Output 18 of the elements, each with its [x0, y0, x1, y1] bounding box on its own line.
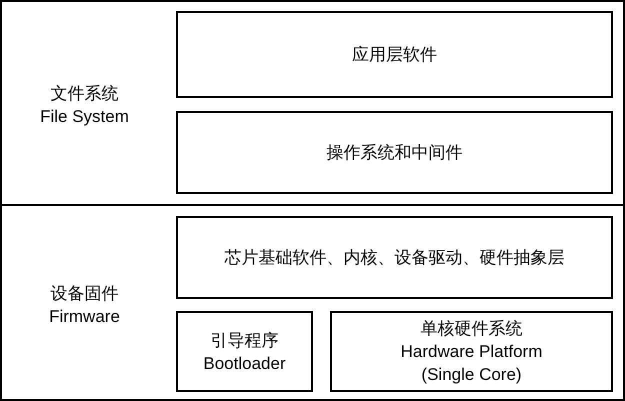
layer-box: [330, 311, 613, 392]
layer-band: [0, 0, 625, 206]
layer-title: File System: [40, 106, 129, 128]
layer-title: Firmware: [49, 306, 120, 328]
layer-label: Hardware Platform (Single Core): [400, 341, 544, 386]
layer-label: 操作系统和中间件: [326, 142, 462, 164]
layer-title: 设备固件: [50, 282, 118, 304]
layer-label: 单核硬件系统: [420, 318, 522, 340]
layer-label: 芯片基础软件、内核、设备驱动、硬件抽象层: [224, 247, 564, 269]
layer-label: Bootloader: [203, 352, 286, 374]
layer-band: [0, 204, 625, 401]
layer-box: [176, 111, 613, 194]
layer-box: [176, 216, 613, 299]
layer-box: [176, 311, 313, 392]
layer-label: 应用层软件: [352, 44, 437, 66]
layer-box: [176, 11, 613, 98]
layer-title: 文件系统: [50, 83, 118, 105]
layer-label: 引导程序: [210, 330, 278, 352]
